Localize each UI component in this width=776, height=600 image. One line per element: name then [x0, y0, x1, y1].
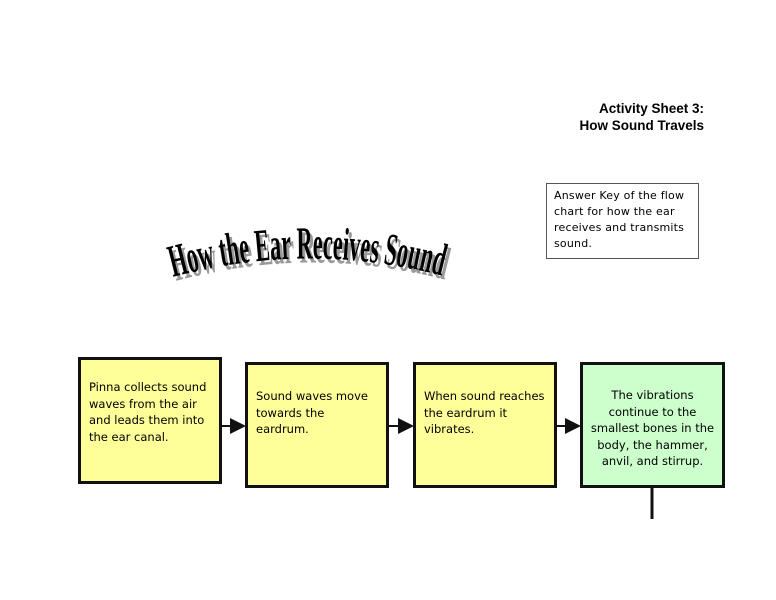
flow-step-4: The vibrations continue to the smallest … [580, 362, 725, 488]
flow-step-3: When sound reaches the eardrum it vibrat… [413, 362, 557, 488]
flow-step-2: Sound waves move towards the eardrum. [245, 362, 389, 488]
activity-sheet-title: How Sound Travels [579, 118, 704, 133]
answer-key-note: Answer Key of the flow chart for how the… [546, 183, 699, 259]
flow-step-1: Pinna collects sound waves from the air … [78, 357, 222, 484]
activity-header: Activity Sheet 3: How Sound Travels [579, 100, 704, 134]
wordart-title: How the Ear Receives Sound How the Ear R… [165, 217, 455, 290]
activity-sheet-number: Activity Sheet 3: [598, 101, 704, 116]
